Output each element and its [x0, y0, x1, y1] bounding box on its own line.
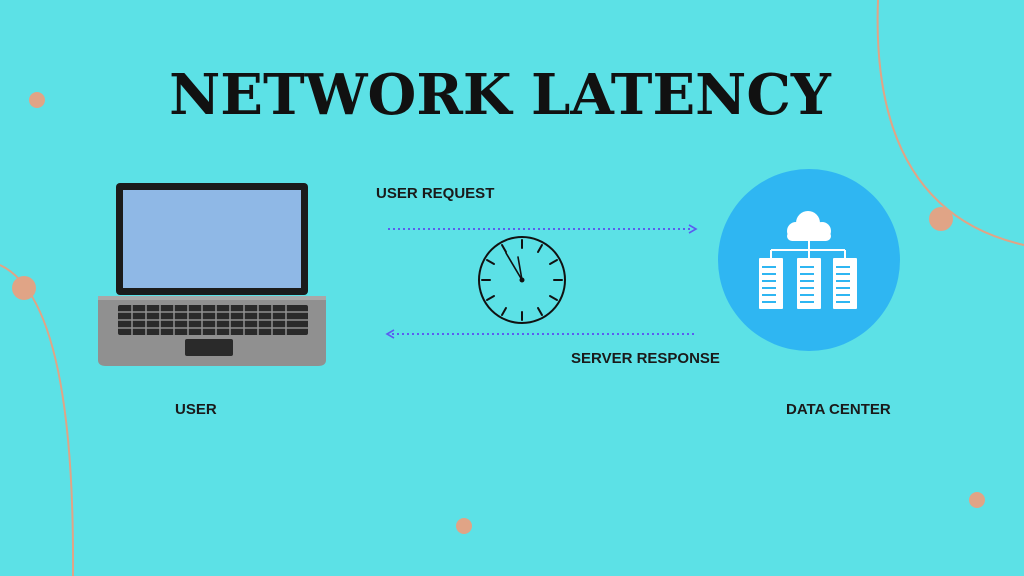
cloud-icon: [787, 211, 831, 241]
clock-icon: [478, 236, 566, 324]
server-response-label: SERVER RESPONSE: [571, 350, 720, 367]
user-request-label: USER REQUEST: [376, 185, 495, 202]
response-arrow: [385, 329, 696, 339]
laptop-icon: [98, 183, 326, 366]
decorative-dot: [456, 518, 472, 534]
decorative-dot: [29, 92, 45, 108]
decorative-dot: [12, 276, 36, 300]
user-label: USER: [175, 401, 217, 418]
decorative-curve-left: [0, 264, 75, 576]
decorative-dot: [929, 207, 953, 231]
request-arrow: [388, 224, 698, 234]
data-center-icon: [718, 169, 900, 351]
decorative-curve-right: [876, 0, 1024, 246]
page-title: NETWORK LATENCY: [169, 62, 831, 128]
decorative-dot: [969, 492, 985, 508]
data-center-label: DATA CENTER: [786, 401, 891, 418]
